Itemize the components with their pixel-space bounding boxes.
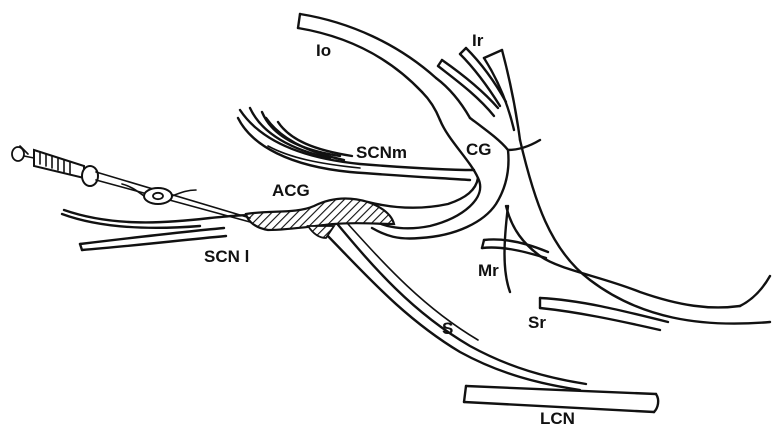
io-nerve xyxy=(298,14,470,120)
label-lcn: LCN xyxy=(540,409,575,428)
s-nerve xyxy=(318,220,586,390)
sr-nerve xyxy=(540,298,668,330)
label-scnl: SCN l xyxy=(204,247,249,266)
label-s: S xyxy=(442,319,453,338)
label-ir: Ir xyxy=(472,31,484,50)
label-io: Io xyxy=(316,41,331,60)
label-mr: Mr xyxy=(478,261,499,280)
label-sr: Sr xyxy=(528,313,546,332)
label-acg: ACG xyxy=(272,181,310,200)
neuron-cell-icon xyxy=(122,184,196,204)
label-scnm: SCNm xyxy=(356,143,407,162)
oculomotor-trunk xyxy=(505,140,771,324)
syringe-electrode-icon xyxy=(12,146,250,222)
mr-nerve xyxy=(482,240,548,259)
label-cg: CG xyxy=(466,140,492,159)
